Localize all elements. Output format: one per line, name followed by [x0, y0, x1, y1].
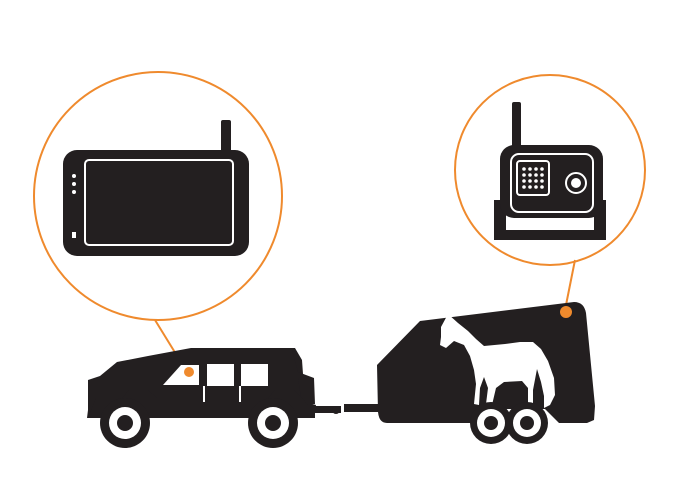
horse-trailer-icon [344, 302, 595, 444]
horse-icon [440, 314, 555, 408]
monitor-callout [33, 71, 283, 321]
wireless-camera-icon [494, 102, 606, 240]
suv-icon [87, 348, 341, 448]
camera-callout [454, 74, 646, 266]
monitor-callout-circle [33, 71, 283, 321]
wireless-monitor-icon [63, 120, 249, 256]
camera-callout-line [565, 259, 576, 306]
camera-callout-circle [454, 74, 646, 266]
